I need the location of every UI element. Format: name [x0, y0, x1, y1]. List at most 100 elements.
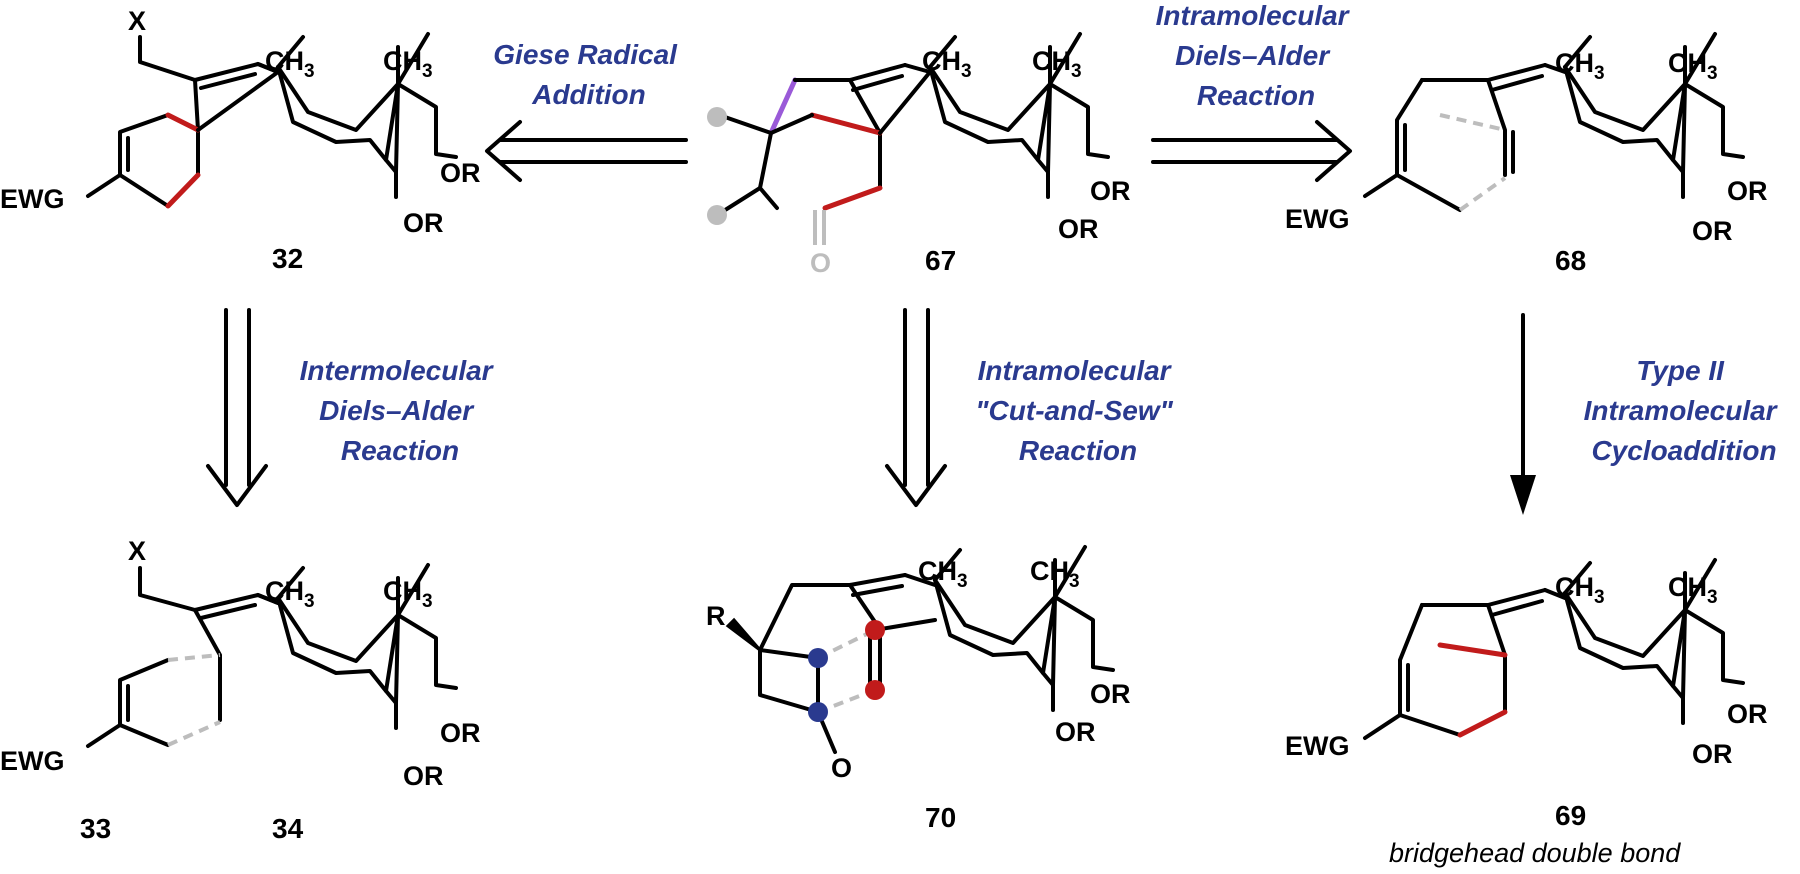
- oxygen-label-70: O: [831, 753, 852, 783]
- ch-text: CH: [1030, 556, 1069, 586]
- compound-label-33: 33: [80, 813, 111, 844]
- intramolecular-diels-alder-label: Intramolecular Diels–Alder Reaction: [1156, 0, 1357, 111]
- giese-line-1: Giese Radical: [493, 39, 678, 70]
- sub-3: 3: [304, 61, 315, 82]
- sub-3: 3: [422, 591, 433, 612]
- ewg-label-33: EWG: [0, 746, 65, 776]
- ewg-label-32: EWG: [0, 184, 65, 214]
- type2-line-2: Intramolecular: [1584, 395, 1779, 426]
- ch-text: CH: [265, 576, 304, 606]
- wedge-bond-70: [725, 617, 762, 652]
- ghost-oxygen-67: O: [810, 248, 831, 278]
- type-ii-cycloaddition-label: Type II Intramolecular Cycloaddition: [1584, 355, 1785, 466]
- sub-3: 3: [422, 61, 433, 82]
- sub-3: 3: [1594, 63, 1605, 84]
- ch-text: CH: [1555, 48, 1594, 78]
- sub-3: 3: [1594, 587, 1605, 608]
- sub-3: 3: [1707, 587, 1718, 608]
- retro-arrow-67-to-68: [1151, 120, 1352, 182]
- or-label-69a: OR: [1727, 699, 1768, 729]
- ch3-label-67b: CH3: [1032, 46, 1082, 82]
- compound-69-structure: [1363, 558, 1745, 740]
- cut-sew-line-3: Reaction: [1019, 435, 1137, 466]
- or-label-69b: OR: [1692, 739, 1733, 769]
- ch-text: CH: [1032, 46, 1071, 76]
- ch-text: CH: [1555, 572, 1594, 602]
- retro-arrow-67-to-70: [885, 308, 947, 507]
- bridgehead-note: bridgehead double bond: [1389, 838, 1681, 868]
- cut-sew-line-2: "Cut-and-Sew": [975, 395, 1173, 426]
- ch-text: CH: [383, 46, 422, 76]
- ch3-label-70a: CH3: [918, 556, 968, 592]
- ida-line-1: Intramolecular: [1156, 0, 1351, 31]
- ewg-label-69: EWG: [1285, 731, 1350, 761]
- or-label-33a: OR: [440, 718, 481, 748]
- intermolecular-diels-alder-label: Intermolecular Diels–Alder Reaction: [300, 355, 501, 466]
- compound-67-structure: [720, 32, 1110, 245]
- compound-68-structure: [1363, 32, 1745, 212]
- red-atom-70a: [865, 620, 885, 640]
- compound-label-67: 67: [925, 245, 956, 276]
- ch3-label-33b: CH3: [383, 576, 433, 612]
- ida-line-2: Diels–Alder: [1175, 40, 1331, 71]
- or-label-32b: OR: [403, 208, 444, 238]
- forward-arrow-68-to-69: [1510, 313, 1536, 515]
- or-label-67b: OR: [1058, 214, 1099, 244]
- blue-atom-70b: [808, 702, 828, 722]
- type2-line-3: Cycloaddition: [1591, 435, 1776, 466]
- ch-text: CH: [1668, 572, 1707, 602]
- compound-label-34: 34: [272, 813, 304, 844]
- ch3-label-33a: CH3: [265, 576, 315, 612]
- compound-33-34-structure: [86, 563, 458, 748]
- cut-and-sew-label: Intramolecular "Cut-and-Sew" Reaction: [975, 355, 1180, 466]
- ch3-label-67a: CH3: [922, 46, 972, 82]
- sub-3: 3: [1707, 63, 1718, 84]
- ch3-label-32a: CH3: [265, 46, 315, 82]
- inter-da-line-2: Diels–Alder: [319, 395, 475, 426]
- retro-arrow-67-to-32: [485, 120, 688, 182]
- compound-label-70: 70: [925, 802, 956, 833]
- or-label-33b: OR: [403, 761, 444, 791]
- ch-text: CH: [383, 576, 422, 606]
- ch3-label-69a: CH3: [1555, 572, 1605, 608]
- compound-label-68: 68: [1555, 245, 1586, 276]
- sub-3: 3: [957, 571, 968, 592]
- x-label-33: X: [128, 536, 146, 566]
- r-label-70: R: [706, 601, 726, 631]
- sub-3: 3: [1071, 61, 1082, 82]
- or-label-67a: OR: [1090, 176, 1131, 206]
- ewg-label-68: EWG: [1285, 204, 1350, 234]
- compound-70-structure: [725, 545, 1115, 754]
- red-atom-70b: [865, 680, 885, 700]
- giese-line-2: Addition: [531, 79, 646, 110]
- ghost-atom-67a: [707, 107, 727, 127]
- sub-3: 3: [304, 591, 315, 612]
- retro-arrow-32-to-33: [206, 308, 268, 507]
- ch3-label-69b: CH3: [1668, 572, 1718, 608]
- ch-text: CH: [1668, 48, 1707, 78]
- giese-radical-addition-label: Giese Radical Addition: [493, 39, 684, 110]
- ch3-label-68a: CH3: [1555, 48, 1605, 84]
- cut-sew-line-1: Intramolecular: [978, 355, 1173, 386]
- sub-3: 3: [1069, 571, 1080, 592]
- compound-label-32: 32: [272, 243, 303, 274]
- ch-text: CH: [922, 46, 961, 76]
- inter-da-line-3: Reaction: [341, 435, 459, 466]
- compound-label-69: 69: [1555, 800, 1586, 831]
- compound-32-structure: [86, 32, 458, 209]
- type2-line-1: Type II: [1636, 355, 1725, 386]
- sub-3: 3: [961, 61, 972, 82]
- blue-atom-70a: [808, 648, 828, 668]
- ch3-label-32b: CH3: [383, 46, 433, 82]
- ch3-label-70b: CH3: [1030, 556, 1080, 592]
- or-label-68a: OR: [1727, 176, 1768, 206]
- arrow-head: [1510, 475, 1536, 515]
- or-label-70a: OR: [1090, 679, 1131, 709]
- ch3-label-68b: CH3: [1668, 48, 1718, 84]
- ida-line-3: Reaction: [1197, 80, 1315, 111]
- x-label-32: X: [128, 6, 146, 36]
- ch-text: CH: [265, 46, 304, 76]
- or-label-70b: OR: [1055, 717, 1096, 747]
- inter-da-line-1: Intermolecular: [300, 355, 495, 386]
